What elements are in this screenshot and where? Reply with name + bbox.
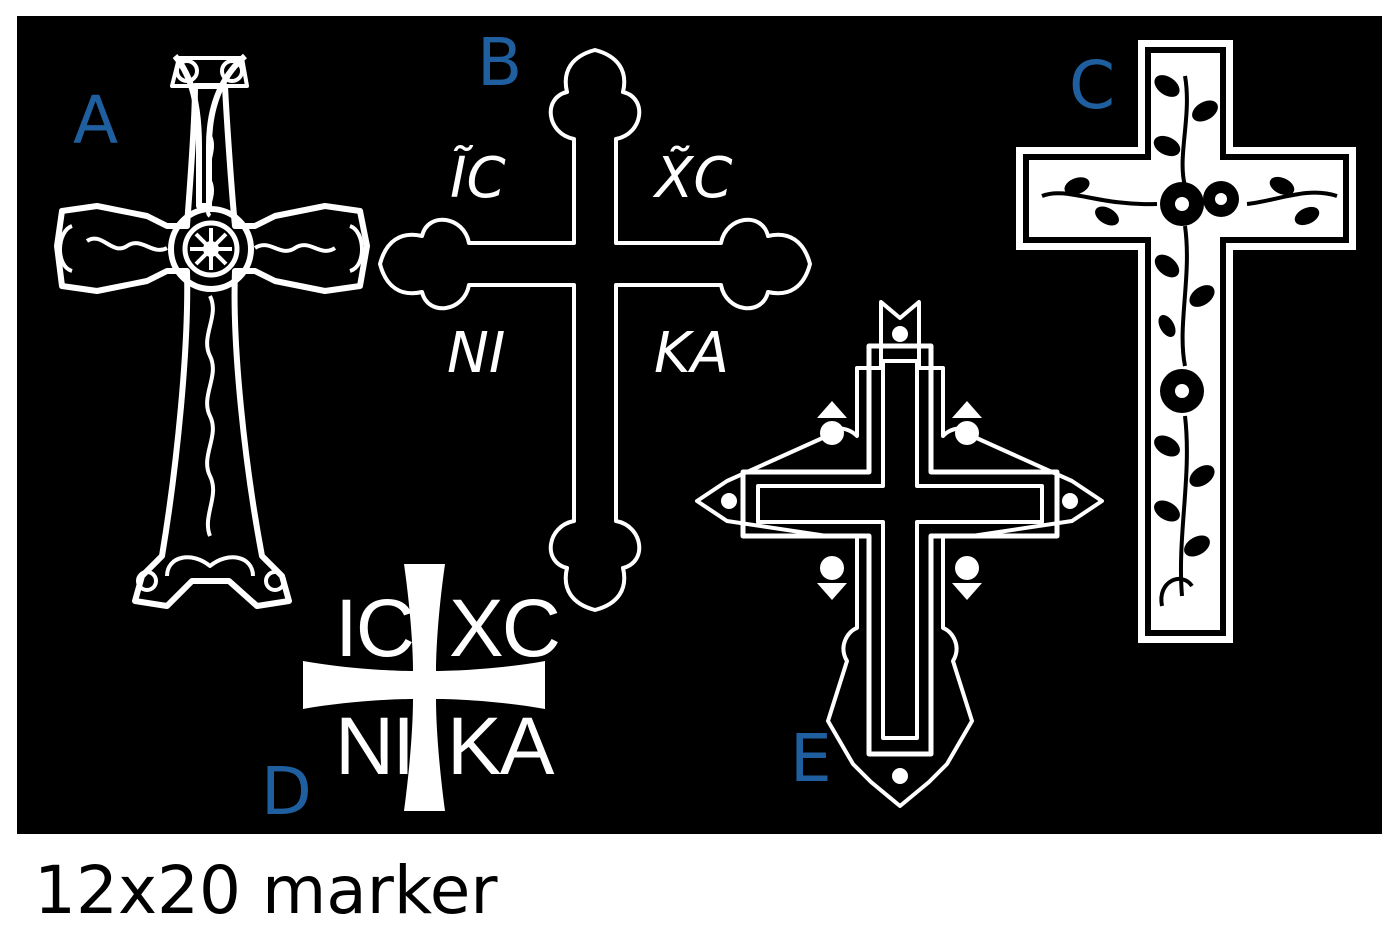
label-c: C — [1069, 47, 1116, 124]
cross-d-text-top-right: XC — [449, 583, 561, 674]
cross-d-text-bottom-left: NI — [335, 701, 415, 792]
marker-size-caption: 12x20 marker — [34, 852, 498, 929]
label-e: E — [790, 720, 832, 797]
cross-b-text-top-right: X̃C — [655, 146, 733, 211]
cross-b-text-bottom-left: NI — [447, 321, 506, 386]
engraving-panel: A B C D E ĨC X̃C NI KA IC XC NI KA — [17, 16, 1382, 834]
label-b: B — [477, 24, 523, 101]
cross-d-text-bottom-right: KA — [447, 701, 554, 792]
crosses-artwork — [54, 40, 1356, 811]
cross-b — [378, 48, 812, 612]
label-a: A — [73, 82, 119, 159]
cross-e — [695, 300, 1104, 808]
cross-a — [54, 53, 370, 609]
cross-b-text-top-left: ĨC — [450, 146, 506, 211]
label-d: D — [261, 753, 312, 830]
cross-b-text-bottom-right: KA — [654, 321, 730, 386]
cross-c — [1016, 40, 1356, 643]
cross-d — [303, 564, 545, 811]
cross-d-text-top-left: IC — [335, 583, 415, 674]
